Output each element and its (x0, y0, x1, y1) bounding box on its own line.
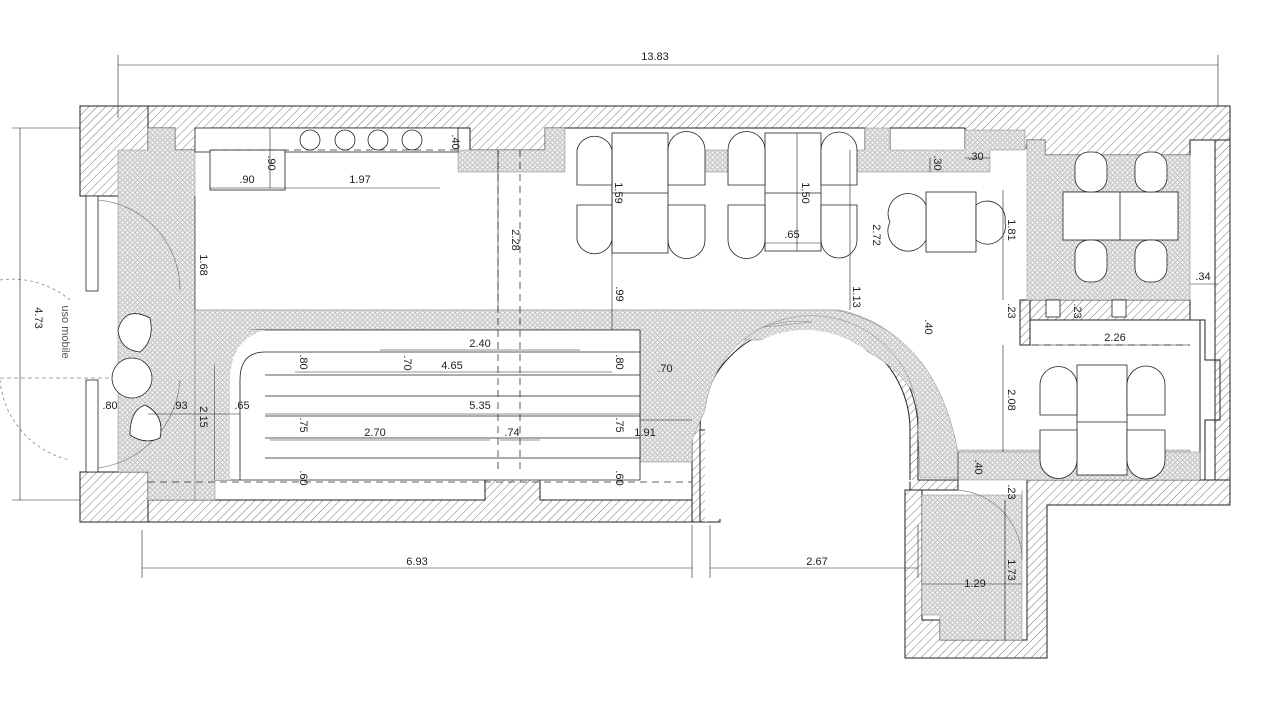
counter-small (209, 149, 286, 191)
dim-40-mid: .40 (922, 319, 934, 334)
dim-168: 1.68 (197, 254, 209, 275)
dim-228: 2.28 (509, 229, 521, 250)
table-4 (1062, 191, 1179, 241)
arch-void (705, 330, 918, 522)
dim-80-c: .80 (102, 400, 117, 412)
dim-65-table: .65 (784, 229, 799, 241)
table-2 (764, 132, 822, 252)
dim-208: 2.08 (1005, 389, 1017, 410)
wall-pillar-small (1019, 299, 1031, 346)
stairs (239, 351, 640, 480)
dim-173: 1.73 (1005, 559, 1017, 580)
dim-129: 1.29 (964, 578, 985, 590)
dim-23-c: .23 (1005, 484, 1017, 499)
dim-150: 1.50 (799, 182, 811, 203)
dim-front-length: 6.93 (406, 556, 427, 568)
stairs-area (214, 329, 641, 481)
dim-272: 2.72 (870, 224, 882, 245)
dim-60-b: .60 (613, 470, 625, 485)
counter (111, 127, 459, 442)
dim-181: 1.81 (1005, 219, 1017, 240)
uso-mobile-note: uso mobile (59, 305, 71, 358)
dim-270: 2.70 (364, 427, 385, 439)
mosaic-stair-band (195, 330, 265, 480)
dim-197: 1.97 (349, 174, 370, 186)
mosaic-left-strip (117, 127, 196, 501)
dim-113: 1.13 (850, 286, 862, 307)
dimension-lines (12, 55, 1219, 640)
dim-75-a: .75 (297, 417, 309, 432)
dim-overall-length: 13.83 (641, 51, 669, 63)
dim-90-top: .90 (265, 155, 277, 170)
dim-30-a: .30 (931, 155, 943, 170)
dim-70-b: .70 (657, 363, 672, 375)
dim-40-top: .40 (449, 134, 461, 149)
walls (79, 105, 1231, 659)
table-3 (925, 191, 977, 253)
dim-535: 5.35 (469, 400, 490, 412)
dim-80-a: .80 (297, 354, 309, 369)
stool-1 (117, 313, 152, 353)
dim-465: 4.65 (441, 360, 462, 372)
stool-2 (111, 357, 153, 399)
dim-40-low: .40 (972, 459, 984, 474)
doors (957, 489, 1023, 561)
dim-80-b: .80 (613, 354, 625, 369)
dim-23-b: .23 (1071, 303, 1083, 318)
dim-65-stair: .65 (234, 400, 249, 412)
dim-60-a: .60 (297, 470, 309, 485)
dim-215: 2.15 (197, 406, 209, 427)
mosaic-floor (117, 127, 1201, 641)
dim-226: 2.26 (1104, 332, 1125, 344)
dim-93: .93 (172, 400, 187, 412)
dimension-labels: 13.83 4.73 6.93 2.67 .90 .90 1.97 .40 2.… (32, 51, 1211, 590)
dim-34: .34 (1195, 271, 1210, 283)
table-5 (1076, 364, 1128, 476)
left-windows (0, 195, 181, 473)
dim-75-b: .75 (613, 417, 625, 432)
dim-arch-width: 2.67 (806, 556, 827, 568)
dim-74: .74 (504, 427, 519, 439)
dim-30-b: .30 (968, 151, 983, 163)
dining-furniture (576, 131, 1179, 480)
dim-overall-width: 4.73 (32, 307, 44, 328)
dim-159: 1.59 (612, 182, 624, 203)
dim-23-a: .23 (1005, 303, 1017, 318)
dim-70-a: .70 (401, 355, 413, 370)
dim-90-left: .90 (239, 174, 254, 186)
dim-240: 2.40 (469, 338, 490, 350)
dim-99: .99 (613, 286, 625, 301)
dim-191: 1.91 (634, 427, 655, 439)
mosaic-top-strip (457, 127, 566, 173)
wall-left-bottom (79, 471, 149, 523)
